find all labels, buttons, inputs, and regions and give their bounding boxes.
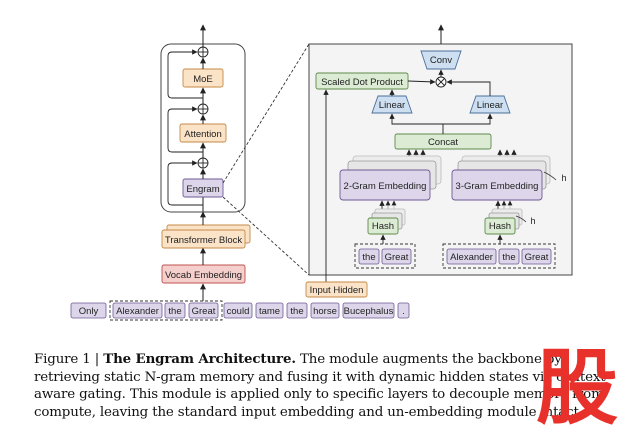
left-column: Vocab Embedding Transformer Block Engram… (160, 24, 251, 301)
input-hidden-box (305, 281, 368, 298)
linear-right-block (469, 95, 511, 114)
gram2-token-great: Great (385, 252, 409, 263)
caption-prefix: Figure 1 | (34, 352, 104, 367)
gram3-embedding-box (451, 169, 543, 201)
gram2-embedding-label: 2-Gram Embedding (344, 181, 427, 192)
gram3-embedding-label: 3-Gram Embedding (456, 181, 539, 192)
figure-caption: Figure 1 | The Engram Architecture. The … (34, 351, 624, 421)
token-tame: tame (259, 306, 280, 317)
conv-label: Conv (430, 55, 452, 66)
gram3-token-great: Great (525, 252, 549, 263)
hash-right-box (484, 217, 516, 235)
linear-left-label: Linear (379, 100, 405, 111)
gram2-embedding-box (339, 169, 431, 201)
hash-heads-h-label: h (530, 216, 535, 226)
token-only: Only (79, 306, 99, 317)
ngram-window-box (109, 300, 223, 321)
watermark-logo: 股 (536, 343, 618, 428)
token-period: . (402, 306, 405, 317)
hash-left-label: Hash (372, 221, 394, 232)
token-alexander: Alexander (116, 306, 159, 317)
engram-label: Engram (186, 184, 219, 195)
watermark-glyph: 股 (536, 343, 618, 428)
token-the: the (168, 306, 181, 317)
vocab-embedding-label: Vocab Embedding (165, 270, 242, 281)
conv-block (420, 50, 462, 70)
token-great: Great (192, 306, 216, 317)
token-horse: horse (313, 306, 337, 317)
concat-label: Concat (428, 137, 458, 148)
token-bucephalus: Bucephalus (344, 306, 394, 317)
token-the-2: the (290, 306, 303, 317)
engram-detail-panel: Conv Scaled Dot Product Linear Linear Co… (308, 24, 573, 283)
linear-right-label: Linear (477, 100, 503, 111)
token-could: could (227, 306, 250, 317)
hash-left-box (367, 217, 399, 235)
gram2-token-the: the (362, 252, 375, 263)
attention-label: Attention (184, 129, 222, 140)
transformer-block-box (161, 229, 246, 249)
transformer-block-label: Transformer Block (165, 235, 242, 246)
caption-body: The module augments the backbone by retr… (34, 352, 610, 420)
engram-architecture-figure: Only Alexander the Great could tame the … (70, 24, 573, 321)
token-row: Only Alexander the Great could tame the … (70, 300, 410, 321)
linear-left-block (371, 95, 413, 114)
caption-title: The Engram Architecture. (103, 351, 296, 367)
gram3-token-alexander: Alexander (450, 252, 493, 263)
hash-right-label: Hash (489, 221, 511, 232)
scaled-dot-product-label: Scaled Dot Product (321, 77, 403, 88)
gram3-token-the: the (502, 252, 515, 263)
moe-label: MoE (193, 74, 213, 85)
input-hidden-label: Input Hidden (310, 285, 364, 296)
embedding-heads-h-label: h (561, 173, 566, 183)
